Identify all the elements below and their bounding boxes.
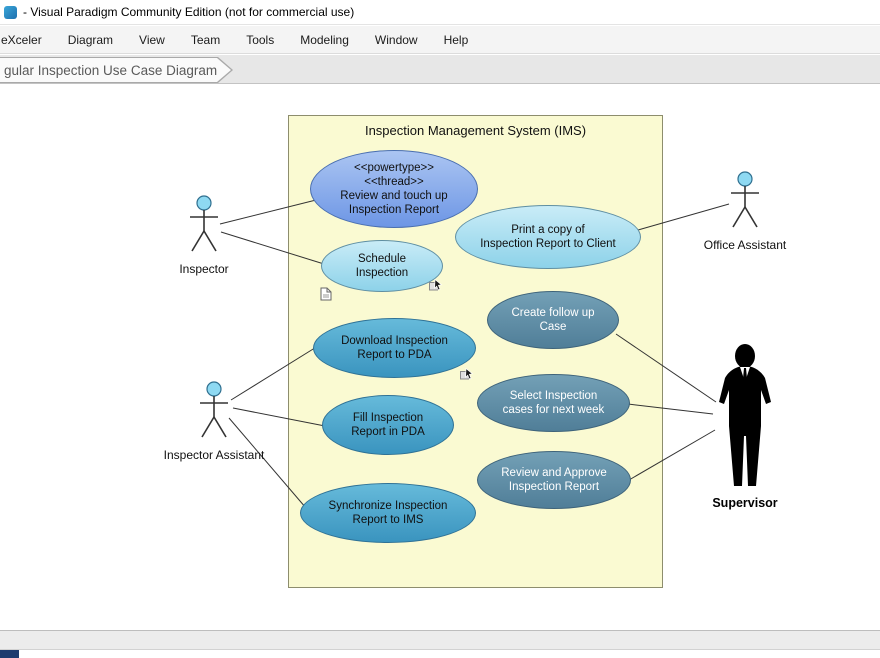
menu-diagram[interactable]: Diagram <box>55 33 126 47</box>
use-case-label: Synchronize Inspection <box>329 499 448 513</box>
use-case-label: Print a copy of <box>511 223 585 237</box>
use-case-review-and-approve-inspection-report[interactable]: Review and ApproveInspection Report <box>477 451 631 509</box>
use-case-label: Create follow up <box>511 306 594 320</box>
actor-label-office-assistant: Office Assistant <box>704 238 786 252</box>
use-case-label: Inspection Report <box>509 480 599 494</box>
menu-view[interactable]: View <box>126 33 178 47</box>
stick-actor-icon <box>186 194 222 254</box>
menu-modeling[interactable]: Modeling <box>287 33 362 47</box>
association-supervisor--create-follow-up-case[interactable] <box>616 334 716 402</box>
stick-actor-icon <box>196 380 232 440</box>
use-case-label: <<powertype>> <box>354 161 434 175</box>
association-supervisor--review-and-approve-inspection-report[interactable] <box>629 430 715 480</box>
use-case-label: Case <box>540 320 567 334</box>
stick-actor-icon <box>727 170 763 230</box>
bottom-row <box>0 650 880 658</box>
association-inspector--review-and-touch-up-inspection-report[interactable] <box>220 200 316 224</box>
use-case-synchronize-inspection-report-to-ims[interactable]: Synchronize InspectionReport to IMS <box>300 483 476 543</box>
cursor-icon <box>460 368 474 382</box>
menu-exceler[interactable]: eXceler <box>0 33 55 47</box>
diagram-tabbar: gular Inspection Use Case Diagram <box>0 55 880 84</box>
association-supervisor--select-inspection-cases-for-next-week[interactable] <box>628 404 713 414</box>
use-case-label: Review and Approve <box>501 466 606 480</box>
taskbar-fragment <box>0 650 19 658</box>
use-case-download-inspection-report-to-pda[interactable]: Download InspectionReport to PDA <box>313 318 476 378</box>
menubar: eXcelerDiagramViewTeamToolsModelingWindo… <box>0 26 880 54</box>
actor-inspector-assistant[interactable] <box>196 380 232 440</box>
use-case-schedule-inspection[interactable]: ScheduleInspection <box>321 240 443 292</box>
use-case-label: cases for next week <box>503 403 605 417</box>
actor-supervisor[interactable] <box>713 342 777 490</box>
association-office-assistant--print-copy-of-inspection-report[interactable] <box>638 204 729 230</box>
cursor-icon <box>429 279 443 293</box>
menu-team[interactable]: Team <box>178 33 233 47</box>
window-titlebar: - Visual Paradigm Community Edition (not… <box>0 0 880 25</box>
diagram-tab[interactable]: gular Inspection Use Case Diagram <box>0 58 231 82</box>
actor-label-inspector-assistant: Inspector Assistant <box>164 448 265 462</box>
use-case-create-follow-up-case[interactable]: Create follow upCase <box>487 291 619 349</box>
actor-office-assistant[interactable] <box>727 170 763 230</box>
use-case-label: Select Inspection <box>510 389 598 403</box>
use-case-label: Inspection <box>356 266 408 280</box>
use-case-label: Report to IMS <box>353 513 424 527</box>
diagram-canvas[interactable]: Inspection Management System (IMS) <<pow… <box>0 84 880 630</box>
actor-label-supervisor: Supervisor <box>712 496 777 510</box>
use-case-label: Fill Inspection <box>353 411 423 425</box>
use-case-label: Schedule <box>358 252 406 266</box>
use-case-label: Download Inspection <box>341 334 448 348</box>
use-case-print-copy-of-inspection-report[interactable]: Print a copy ofInspection Report to Clie… <box>455 205 641 269</box>
use-case-label: Inspection Report <box>349 203 439 217</box>
window-title: - Visual Paradigm Community Edition (not… <box>23 5 354 19</box>
use-case-fill-inspection-report-in-pda[interactable]: Fill InspectionReport in PDA <box>322 395 454 455</box>
menu-window[interactable]: Window <box>362 33 431 47</box>
association-inspector-assistant--download-inspection-report-to-pda[interactable] <box>231 346 318 400</box>
app-icon <box>4 6 17 19</box>
status-bar <box>0 630 880 650</box>
note-icon <box>320 287 334 301</box>
use-case-review-and-touch-up-inspection-report[interactable]: <<powertype>><<thread>>Review and touch … <box>310 150 478 228</box>
use-case-label: Report in PDA <box>351 425 425 439</box>
use-case-label: Inspection Report to Client <box>480 237 616 251</box>
diagram-tab-label: gular Inspection Use Case Diagram <box>4 63 217 78</box>
use-case-label: Review and touch up <box>340 189 447 203</box>
menu-tools[interactable]: Tools <box>233 33 287 47</box>
supervisor-silhouette-icon <box>713 342 777 490</box>
use-case-label: <<thread>> <box>364 175 423 189</box>
menu-help[interactable]: Help <box>431 33 482 47</box>
association-inspector--schedule-inspection[interactable] <box>221 232 324 264</box>
association-inspector-assistant--synchronize-inspection-report-to-ims[interactable] <box>229 418 306 508</box>
association-inspector-assistant--fill-inspection-report-in-pda[interactable] <box>233 408 325 426</box>
use-case-label: Report to PDA <box>357 348 431 362</box>
actor-label-inspector: Inspector <box>179 262 228 276</box>
actor-inspector[interactable] <box>186 194 222 254</box>
use-case-select-inspection-cases-for-next-week[interactable]: Select Inspectioncases for next week <box>477 374 630 432</box>
